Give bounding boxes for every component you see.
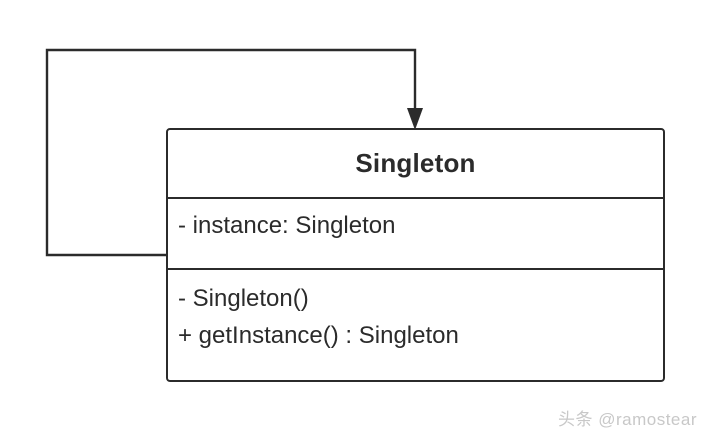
class-box-singleton[interactable]: Singleton - instance: Singleton - Single… bbox=[166, 128, 665, 382]
method-row: - Singleton() bbox=[178, 285, 309, 312]
arrowhead-icon bbox=[407, 108, 423, 130]
class-methods-compartment: - Singleton() + getInstance() : Singleto… bbox=[168, 270, 663, 380]
watermark-text: 头条 @ramostear bbox=[558, 410, 698, 429]
attribute-row: - instance: Singleton bbox=[178, 212, 396, 239]
method-row: + getInstance() : Singleton bbox=[178, 322, 459, 349]
class-title: Singleton bbox=[355, 148, 476, 178]
connector-path bbox=[45, 48, 417, 257]
self-association-connector bbox=[45, 48, 417, 257]
class-name-compartment: Singleton bbox=[168, 130, 663, 199]
class-attributes-compartment: - instance: Singleton bbox=[168, 199, 663, 270]
